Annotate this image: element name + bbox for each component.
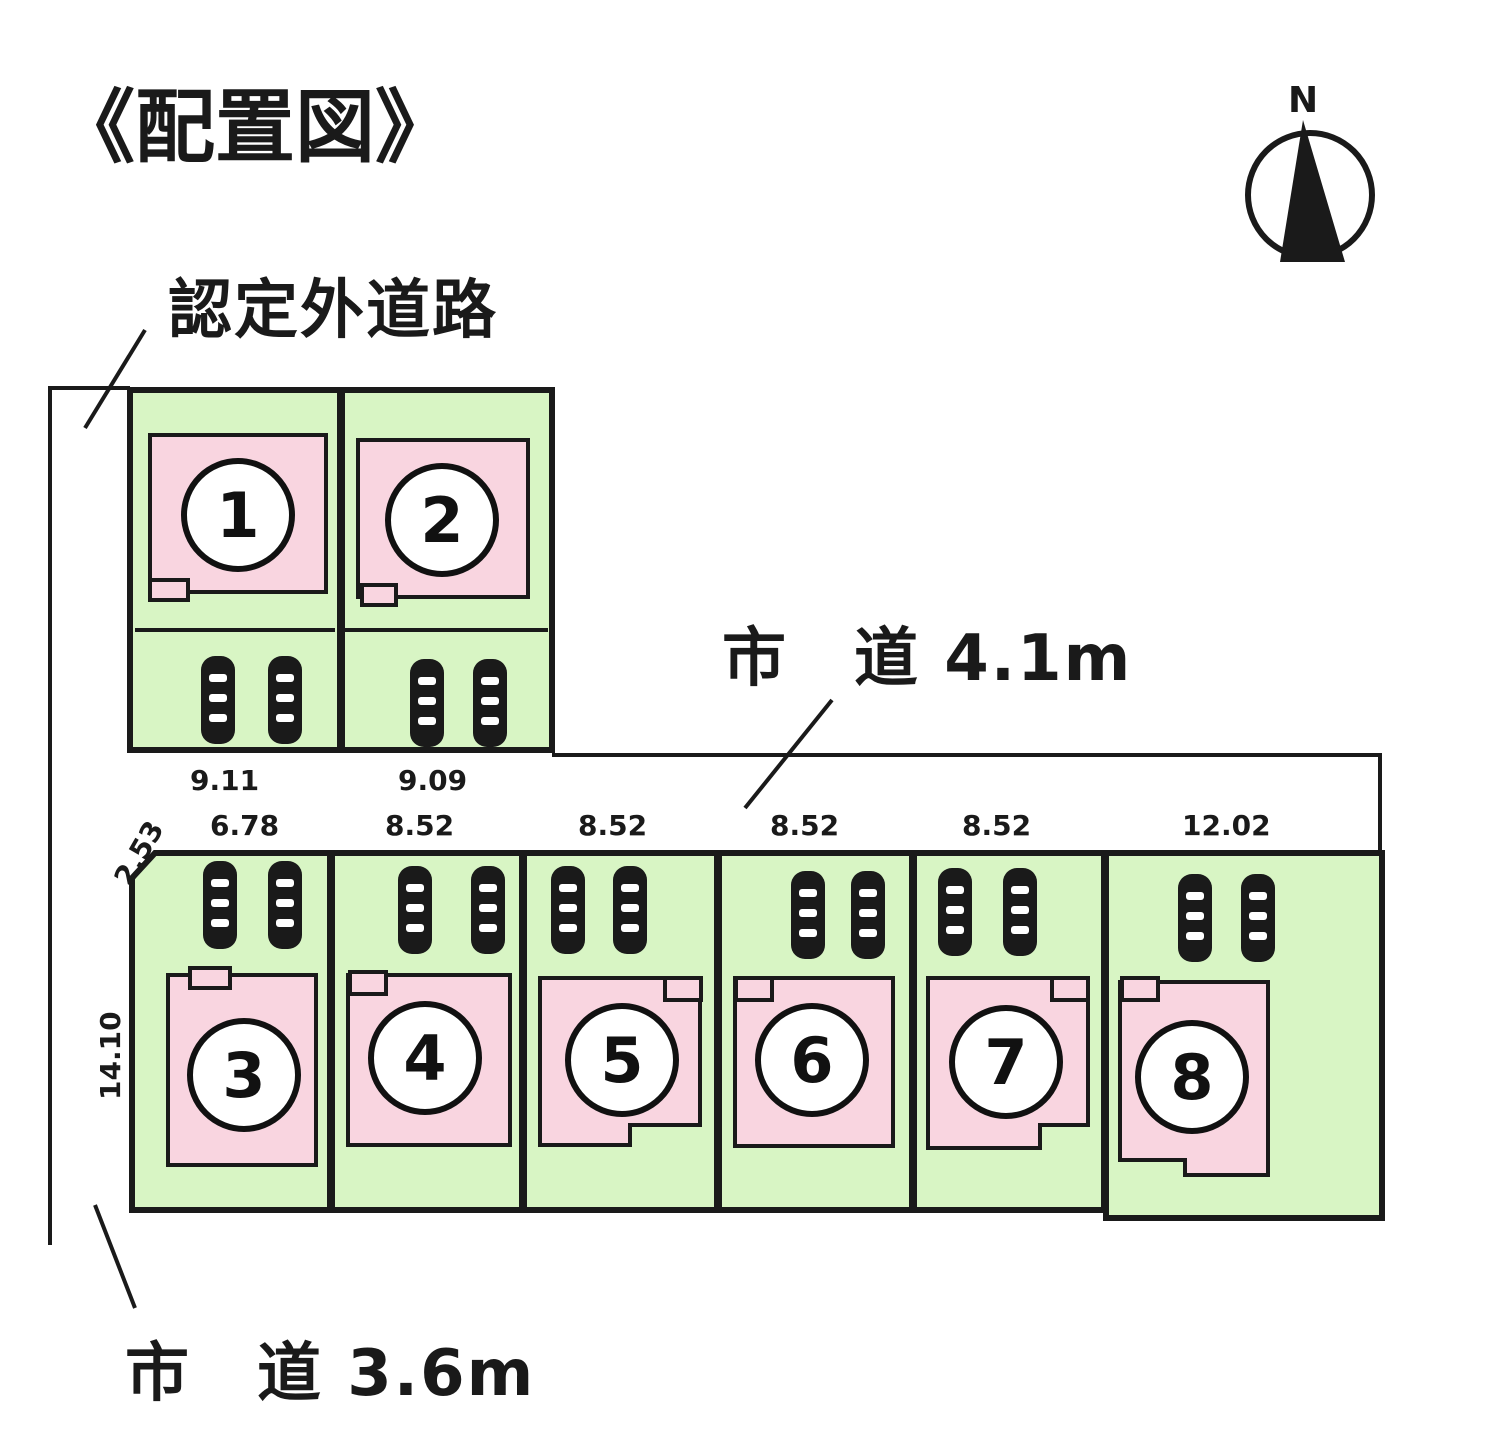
- lot-number-8: 8: [1135, 1020, 1249, 1134]
- parking-car-icon: [268, 861, 302, 949]
- lot-number-7: 7: [949, 1005, 1063, 1119]
- north-road-leader: [743, 698, 834, 810]
- svg-text:4: 4: [403, 1022, 446, 1095]
- parking-spaces: [201, 656, 1275, 962]
- svg-text:2: 2: [420, 484, 463, 557]
- svg-text:3: 3: [222, 1039, 265, 1112]
- dim-lot6-top: 8.52: [770, 809, 839, 842]
- left-road-boundary: [48, 386, 130, 1245]
- parking-car-icon: [268, 656, 302, 744]
- north-arrow-icon: [1280, 120, 1345, 262]
- parking-car-icon: [791, 871, 825, 959]
- unapproved-road-label: 認定外道路: [168, 274, 498, 348]
- dim-lot2-bottom: 9.09: [398, 764, 467, 797]
- parking-car-icon: [1241, 874, 1275, 962]
- parking-car-icon: [1178, 874, 1212, 962]
- dim-lot4-top: 8.52: [385, 809, 454, 842]
- dim-lot7-top: 8.52: [962, 809, 1031, 842]
- svg-text:8: 8: [1170, 1041, 1213, 1114]
- lot-number-3: 3: [187, 1018, 301, 1132]
- parking-car-icon: [851, 871, 885, 959]
- svg-text:1: 1: [216, 479, 259, 552]
- page-title: 《配置図》: [55, 81, 455, 174]
- dim-lot5-top: 8.52: [578, 809, 647, 842]
- lot-8: [1103, 850, 1385, 1221]
- parking-car-icon: [473, 659, 507, 747]
- dim-lot1-bottom: 9.11: [190, 764, 259, 797]
- unapproved-road-leader: [83, 328, 147, 430]
- parking-car-icon: [938, 868, 972, 956]
- parking-car-icon: [471, 866, 505, 954]
- svg-text:5: 5: [600, 1024, 643, 1097]
- parking-car-icon: [398, 866, 432, 954]
- north-road-boundary: [552, 753, 1382, 850]
- lot-number-5: 5: [565, 1003, 679, 1117]
- lot-number-6: 6: [755, 1003, 869, 1117]
- parking-car-icon: [551, 866, 585, 954]
- north-compass: N: [1245, 80, 1375, 262]
- lot-number-1: 1: [181, 458, 295, 572]
- south-road-label: 市 道 3.6m: [125, 1337, 535, 1411]
- parking-car-icon: [613, 866, 647, 954]
- svg-text:7: 7: [984, 1026, 1027, 1099]
- south-road-leader: [93, 1204, 137, 1309]
- dim-lot8-top: 12.02: [1182, 809, 1271, 842]
- parking-car-icon: [1003, 868, 1037, 956]
- dim-lot3-top: 6.78: [210, 809, 279, 842]
- dim-side: 14.10: [94, 1011, 127, 1100]
- svg-text:6: 6: [790, 1024, 833, 1097]
- lot-number-2: 2: [385, 463, 499, 577]
- lot-number-4: 4: [368, 1001, 482, 1115]
- parking-car-icon: [203, 861, 237, 949]
- north-label: N: [1288, 80, 1318, 121]
- north-road-label: 市 道 4.1m: [722, 622, 1132, 696]
- parking-car-icon: [201, 656, 235, 744]
- parking-car-icon: [410, 659, 444, 747]
